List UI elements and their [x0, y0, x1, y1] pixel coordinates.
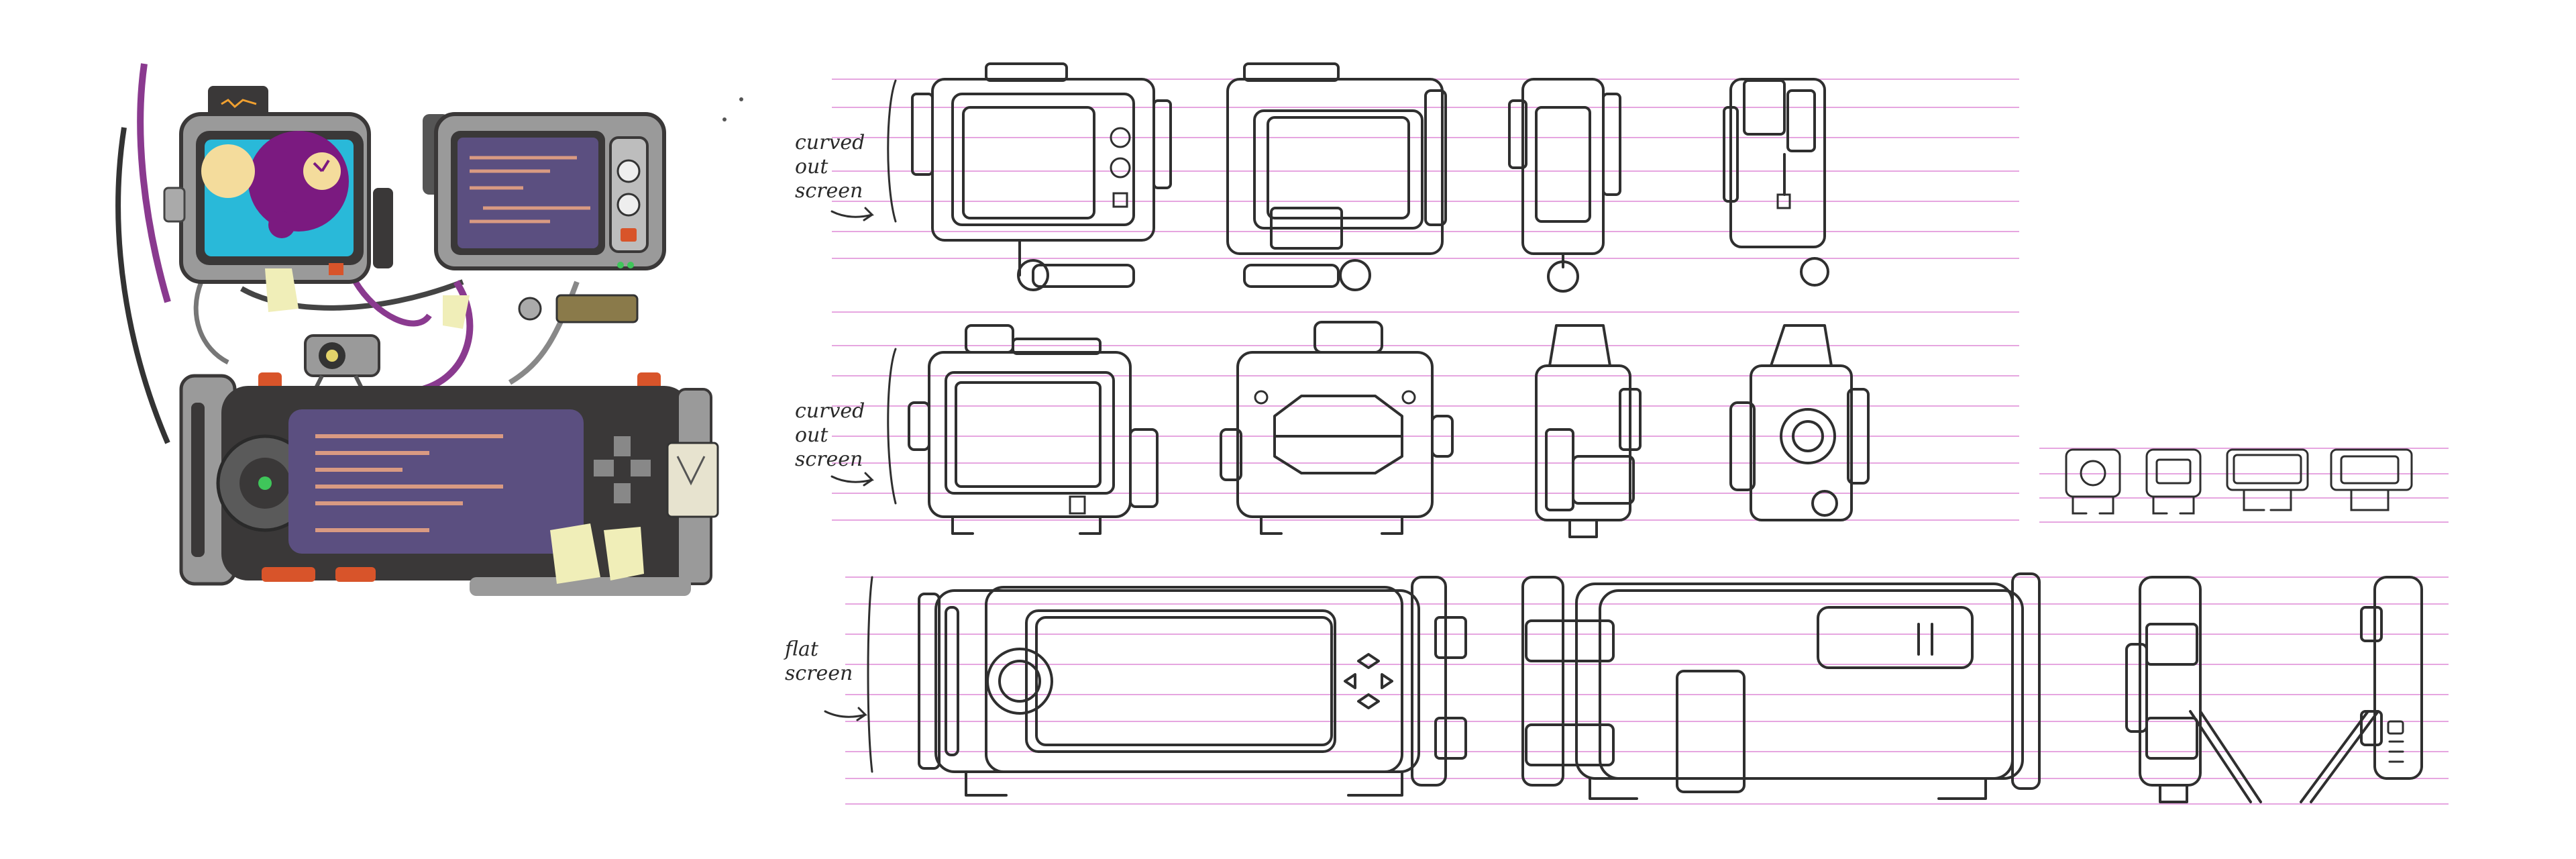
annotation-row-1: curved out screen: [795, 131, 865, 203]
camera-bot: [304, 334, 380, 391]
annotation-row-2: curved out screen: [795, 399, 865, 471]
dpad-icon: [594, 436, 651, 503]
sketch-thumbnails: [2065, 448, 2413, 515]
annotation-marks: [824, 79, 897, 773]
device-colorful-screen: [163, 86, 393, 312]
sketch-row-2: [908, 321, 1870, 538]
dial-icon: [616, 159, 641, 183]
sketch-row-1: [911, 62, 1829, 293]
device-text-screen: [423, 112, 666, 329]
sketch-row-3: [918, 572, 2423, 803]
device-console: [179, 372, 719, 596]
color-concept-art: [115, 63, 743, 596]
annotation-row-3: flat screen: [785, 638, 853, 685]
